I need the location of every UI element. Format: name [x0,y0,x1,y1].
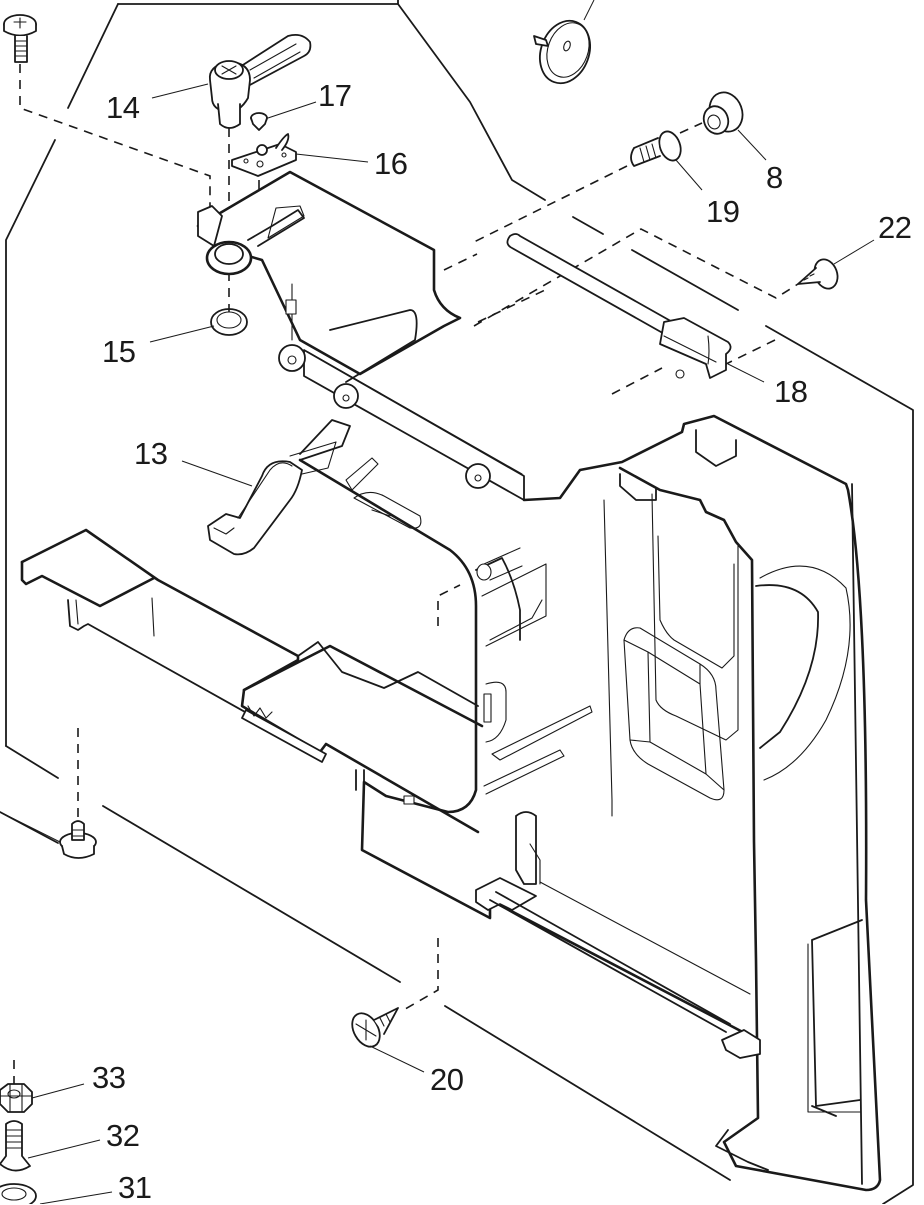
callout-19: 19 [706,194,740,229]
part-8-bushing [702,91,744,135]
callout-20: 20 [430,1062,464,1097]
callout-15: 15 [102,334,136,369]
leader-13 [181,460,253,487]
right-cover-panel [522,414,882,1192]
part-13-lever [207,419,351,556]
disc-top [533,0,595,85]
leader-15 [149,325,215,343]
leader-33 [31,1083,85,1099]
leader-19 [675,159,703,191]
leader-32 [27,1139,101,1159]
callout-8: 8 [766,160,783,195]
callout-33: 33 [92,1060,126,1095]
callout-17: 17 [318,78,352,113]
callout-22: 22 [878,210,912,245]
leader-17 [267,101,317,119]
part-18-shaft [506,233,732,379]
roller-shaft-bar [278,309,525,501]
upper-chassis-plate [196,170,462,376]
leader-18 [727,363,765,383]
left-tray [20,528,484,834]
leader-14 [151,83,209,99]
screw-top-left [3,14,37,63]
part-16-bracket [231,133,297,177]
leader-left-screw [0,811,61,843]
part-17-pin [250,112,268,131]
part-22-screw [797,258,839,290]
part-14-knob-lever [208,33,312,129]
callout-16: 16 [374,146,408,181]
parts-31-33-stack [0,1083,37,1204]
leader-8 [737,129,767,161]
inner-channel [298,457,761,1059]
part-20-screw [351,1007,399,1048]
assembly-dash-lines [13,64,799,1090]
screw-bottom-left [59,820,97,859]
callout-14: 14 [106,90,140,125]
leader-16 [295,153,369,163]
leader-31 [39,1191,113,1204]
callout-13: 13 [134,436,168,471]
part-15-ring [210,308,248,336]
callout-31: 31 [118,1170,152,1205]
leader-20 [369,1045,425,1073]
callout-32: 32 [106,1118,140,1153]
part-19-screw [630,130,682,167]
callout-18: 18 [774,374,808,409]
leader-22 [833,239,875,265]
leader-lines [0,83,875,1204]
